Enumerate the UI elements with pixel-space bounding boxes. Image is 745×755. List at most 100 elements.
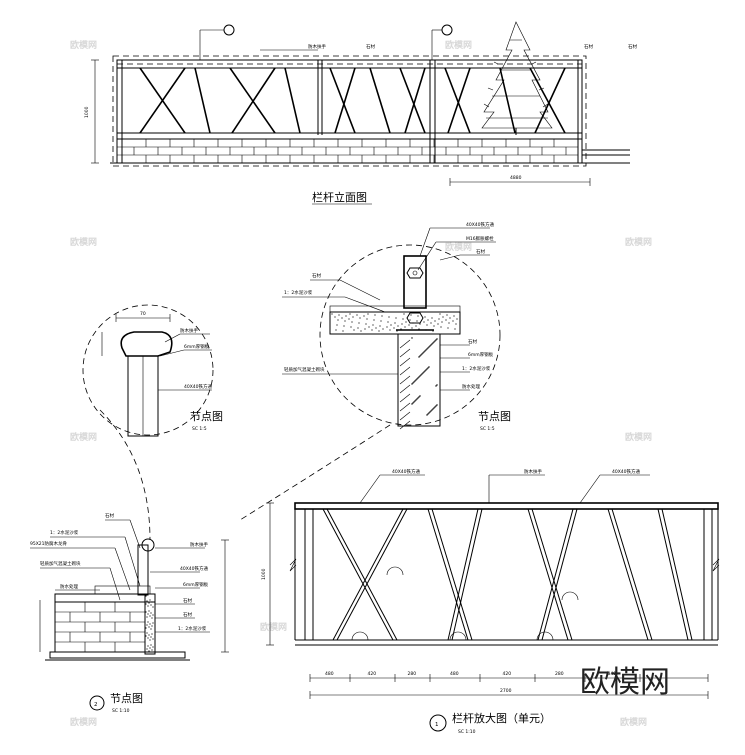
hatch-dot	[413, 401, 415, 403]
hatch-dot	[428, 366, 430, 368]
hatch-dot	[427, 367, 429, 369]
elev-label-stone: 石材	[366, 43, 375, 50]
diagonal-bar	[329, 67, 356, 134]
hatch-dot	[374, 314, 376, 316]
hatch-dot	[148, 610, 150, 612]
hatch-dot	[410, 314, 412, 316]
index-circle	[429, 714, 447, 732]
hatch-dot	[145, 635, 147, 637]
watermark: 欧模网	[260, 621, 287, 633]
hatch-dot	[418, 356, 420, 358]
elev-label-stone: 石材	[584, 43, 593, 50]
hatch-dot	[148, 602, 150, 604]
hatch-dot	[390, 324, 392, 326]
node1-label-plate: 6mm厚钢板	[184, 343, 210, 350]
hatch-dot	[420, 354, 422, 356]
bar-edge	[661, 508, 693, 641]
hatch-dot	[149, 639, 151, 641]
hatch-dot	[341, 317, 343, 319]
diagonal-bar	[284, 67, 301, 134]
hatch-dot	[331, 313, 333, 315]
hatch-dot	[363, 315, 365, 317]
scale-enlarged: SC 1:10	[458, 729, 476, 735]
index-enlarged: 1	[435, 722, 439, 728]
hatch-dot	[151, 649, 153, 651]
dim-segment-label: 480	[325, 671, 334, 677]
bar-edge	[607, 508, 649, 641]
hatch-dot	[429, 345, 431, 347]
hatch-dot	[147, 645, 149, 647]
dim-segment-label: 280	[555, 671, 564, 677]
hatch-dot	[456, 318, 458, 320]
hatch-dot	[415, 325, 417, 327]
diagonal-bar	[194, 67, 211, 134]
post-tube	[403, 255, 427, 309]
hatch-dot	[416, 320, 418, 322]
hatch-dot	[432, 408, 434, 410]
node2-label-stone: 石材	[183, 597, 192, 604]
diagonal-bar	[229, 67, 276, 134]
hatch-dot	[419, 323, 421, 325]
hatch-dot	[436, 338, 438, 340]
hatch-line	[399, 402, 411, 412]
hatch-dot	[359, 317, 361, 319]
hatch-dot	[411, 383, 413, 385]
hatch-dot	[151, 633, 153, 635]
hatch-dot	[422, 372, 424, 374]
hatch-dot	[446, 314, 448, 316]
hatch-dot	[388, 316, 390, 318]
hatch-dot	[448, 322, 450, 324]
index-circle	[223, 24, 235, 36]
hatch-dot	[423, 321, 425, 323]
hatch-dot	[436, 384, 438, 386]
tree-icon	[481, 21, 553, 135]
enl-label-tube: 40X40铁方通	[612, 468, 641, 475]
hatch-dot	[422, 352, 424, 354]
hatch-dot	[360, 330, 362, 332]
hatch-dot	[152, 638, 154, 640]
hatch-dot	[423, 351, 425, 353]
dim-width: 4880	[510, 175, 522, 181]
diagonal-bars	[139, 67, 566, 134]
hatch-dot	[412, 402, 414, 404]
weld-arc	[449, 631, 467, 641]
enl-top-rail	[294, 502, 719, 510]
node2-label-mortar: 1：2水泥沙浆	[50, 529, 79, 536]
weld-arc	[386, 566, 404, 576]
bar-edge	[657, 508, 689, 641]
hatch-dot	[409, 319, 411, 321]
bar-edge	[451, 508, 483, 641]
elev-label-handrail: 防木扶手	[308, 43, 326, 50]
hatch-dot	[433, 325, 435, 327]
hatch-dot	[147, 621, 149, 623]
hatch-dot	[349, 313, 351, 315]
hatch-dot	[145, 595, 147, 597]
svg-text:70: 70	[140, 311, 146, 317]
dim-segment-label: 340	[608, 671, 617, 677]
hatch-dot	[337, 319, 339, 321]
hatch-dot	[408, 324, 410, 326]
hatch-dot	[428, 412, 430, 414]
hatch-dot	[372, 324, 374, 326]
hatch-dot	[421, 373, 423, 375]
hatch-dot	[387, 321, 389, 323]
node2-label-block: 轻质加气混凝土砌块	[40, 560, 81, 567]
hatch-dot	[442, 316, 444, 318]
scale-node1: SC 1:5	[192, 426, 207, 432]
hatch-dot	[429, 411, 431, 413]
node-detail-base: 40X40铁方通 M16膨胀螺栓 石材 石材 1：2水泥沙浆 轻质加气混凝土砌块…	[239, 221, 511, 521]
hatch-dot	[441, 321, 443, 323]
hatch-dot	[397, 325, 399, 327]
node1-label-handrail: 防木扶手	[180, 327, 198, 334]
hatch-dot	[434, 320, 436, 322]
title-node3: 节点图	[478, 410, 511, 423]
node3-label-stone: 石材	[468, 338, 477, 345]
hatch-dot	[380, 320, 382, 322]
hatch-line	[399, 339, 411, 349]
diagonal-bar	[499, 67, 516, 134]
scale-node2: SC 1:10	[112, 708, 130, 714]
hatch-line	[399, 393, 411, 403]
hatch-dot	[426, 368, 428, 370]
